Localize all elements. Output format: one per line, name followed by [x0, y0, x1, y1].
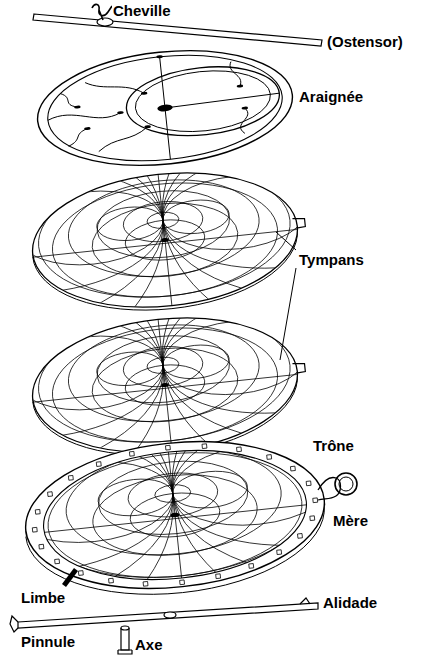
tympan-plate [0, 0, 427, 501]
part-label: Pinnule [20, 633, 76, 650]
cheville-pin [92, 4, 112, 20]
part-label: Tympans [298, 251, 365, 268]
rete-plate [32, 39, 298, 177]
part-label: Trône [312, 437, 355, 454]
part-label: Axe [134, 636, 164, 653]
part-label: Alidade [322, 594, 378, 611]
leader-line [276, 232, 296, 360]
throne [318, 473, 357, 500]
part-label: (Ostensor) [326, 33, 404, 50]
part-label: Araignée [298, 88, 364, 105]
mother-plate [0, 185, 427, 657]
ostensor-bar [33, 14, 322, 46]
part-label: Limbe [20, 589, 66, 606]
limb-pointer [62, 568, 78, 587]
tympan-plate [0, 85, 427, 646]
part-label: Cheville [112, 2, 172, 19]
axis-pin [118, 626, 132, 654]
part-label: Mère [332, 512, 369, 529]
